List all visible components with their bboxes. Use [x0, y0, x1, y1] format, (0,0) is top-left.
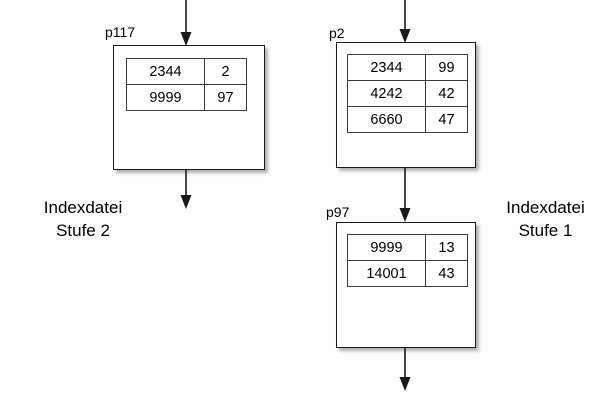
arrow-into-p117	[180, 0, 192, 46]
table-row[interactable]: 9999 13	[347, 234, 468, 261]
entry-pointer: 13	[425, 234, 468, 261]
entry-key: 2344	[347, 54, 426, 81]
entry-key: 9999	[126, 84, 205, 111]
node-label-p2: p2	[329, 25, 345, 41]
table-row[interactable]: 14001 43	[347, 260, 468, 287]
entry-key: 4242	[347, 80, 426, 107]
entry-pointer: 2	[204, 58, 247, 85]
entry-key: 14001	[347, 260, 426, 287]
table-row[interactable]: 9999 97	[126, 84, 247, 111]
entry-pointer: 43	[425, 260, 468, 287]
arrow-p2-to-p97	[399, 167, 411, 222]
caption-level-1: Indexdatei Stufe 1	[488, 197, 603, 243]
entry-key: 2344	[126, 58, 205, 85]
entry-table-p97: 9999 13 14001 43	[347, 234, 468, 287]
caption-right-line1: Indexdatei	[506, 198, 585, 217]
arrow-out-of-p117	[180, 169, 192, 209]
entry-pointer: 97	[204, 84, 247, 111]
arrow-into-p2	[399, 0, 411, 43]
entry-key: 9999	[347, 234, 426, 261]
caption-left-line2: Stufe 2	[56, 220, 110, 240]
caption-level-2: Indexdatei Stufe 2	[18, 197, 148, 243]
node-label-p97: p97	[326, 204, 350, 220]
caption-right-line2: Stufe 1	[518, 220, 573, 240]
table-row[interactable]: 6660 47	[347, 106, 468, 133]
caption-left-line1: Indexdatei	[43, 198, 123, 217]
arrow-out-of-p97	[399, 347, 411, 391]
entry-pointer: 99	[425, 54, 468, 81]
table-row[interactable]: 2344 99	[347, 54, 468, 81]
entry-table-p2: 2344 99 4242 42 6660 47	[347, 54, 468, 133]
entry-pointer: 47	[425, 106, 468, 133]
entry-pointer: 42	[425, 80, 468, 107]
table-row[interactable]: 2344 2	[126, 58, 247, 85]
node-label-p117: p117	[105, 24, 136, 40]
table-row[interactable]: 4242 42	[347, 80, 468, 107]
entry-key: 6660	[347, 106, 426, 133]
entry-table-p117: 2344 2 9999 97	[126, 58, 247, 111]
